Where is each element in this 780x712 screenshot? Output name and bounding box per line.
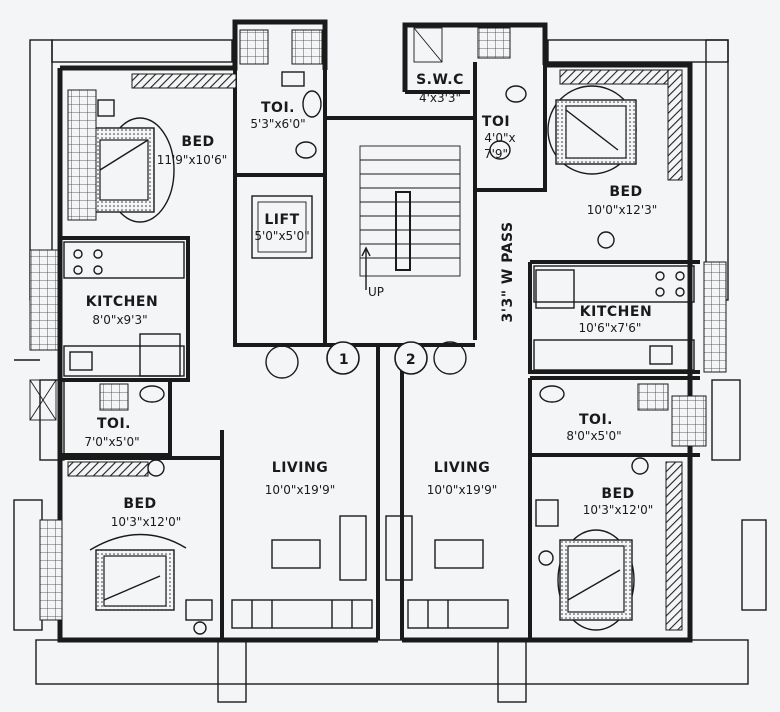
stair-up-label: UP xyxy=(368,285,384,299)
pass-label: 3'3" W PASS xyxy=(500,221,516,322)
toilet-top-left xyxy=(239,29,323,159)
kitchen-l-dim: 8'0"x9'3" xyxy=(92,313,147,327)
bed-bl-name: BED xyxy=(123,496,156,512)
toi-mr-name: TOI. xyxy=(579,412,613,428)
bed-tl-dim: 11'9"x10'6" xyxy=(157,153,228,167)
toilet-mid-right xyxy=(539,383,707,447)
toi-mr-dim: 8'0"x5'0" xyxy=(566,429,621,443)
bed-bottom-left xyxy=(39,459,213,635)
toi-tr-name: TOI xyxy=(482,114,510,130)
swc-fixtures xyxy=(413,27,511,63)
toilet-mid-left xyxy=(29,379,165,421)
bed-tr-dim: 10'0"x12'3" xyxy=(587,203,658,217)
living-2-name: LIVING xyxy=(434,460,490,476)
unit-2-marker: 2 xyxy=(406,352,416,368)
swc-dim: 4'x3'3" xyxy=(419,91,461,105)
toi-tl-dim: 5'3"x6'0" xyxy=(250,117,305,131)
swc-name: S.W.C xyxy=(416,72,464,88)
room-labels: BED 11'9"x10'6" TOI. 5'3"x6'0" KITCHEN 8… xyxy=(84,72,657,529)
living-2-dim: 10'0"x19'9" xyxy=(427,483,498,497)
bed-br-dim: 10'3"x12'0" xyxy=(583,503,654,517)
toi-ml-name: TOI. xyxy=(97,416,131,432)
unit-1-marker: 1 xyxy=(339,352,349,368)
bed-top-right xyxy=(547,69,683,249)
toi-tr-dim1: 4'0"x xyxy=(484,131,515,145)
living-1-name: LIVING xyxy=(272,460,328,476)
core-doors xyxy=(265,341,467,379)
bed-bottom-right xyxy=(535,457,683,631)
bed-bl-dim: 10'3"x12'0" xyxy=(111,515,182,529)
toi-ml-dim: 7'0"x5'0" xyxy=(84,435,139,449)
kitchen-l-name: KITCHEN xyxy=(86,294,158,310)
toi-tr-dim2: 7'9" xyxy=(484,147,508,161)
kitchen-right-fixtures xyxy=(533,261,727,373)
living-1-dim: 10'0"x19'9" xyxy=(265,483,336,497)
lift-dim: 5'0"x5'0" xyxy=(254,229,309,243)
toilet-top-right xyxy=(489,85,527,160)
kitchen-r-name: KITCHEN xyxy=(580,304,652,320)
kitchen-left-fixtures xyxy=(29,241,185,377)
lift-name: LIFT xyxy=(264,212,299,228)
bed-tr-name: BED xyxy=(609,184,642,200)
bed-top-left xyxy=(67,73,237,223)
kitchen-r-dim: 10'6"x7'6" xyxy=(579,321,642,335)
bed-tl-name: BED xyxy=(181,134,214,150)
lift-box xyxy=(251,195,313,259)
living-furniture xyxy=(231,515,509,629)
exterior-walls xyxy=(57,19,693,643)
staircase xyxy=(359,145,461,290)
bed-br-name: BED xyxy=(601,486,634,502)
toi-tl-name: TOI. xyxy=(261,100,295,116)
